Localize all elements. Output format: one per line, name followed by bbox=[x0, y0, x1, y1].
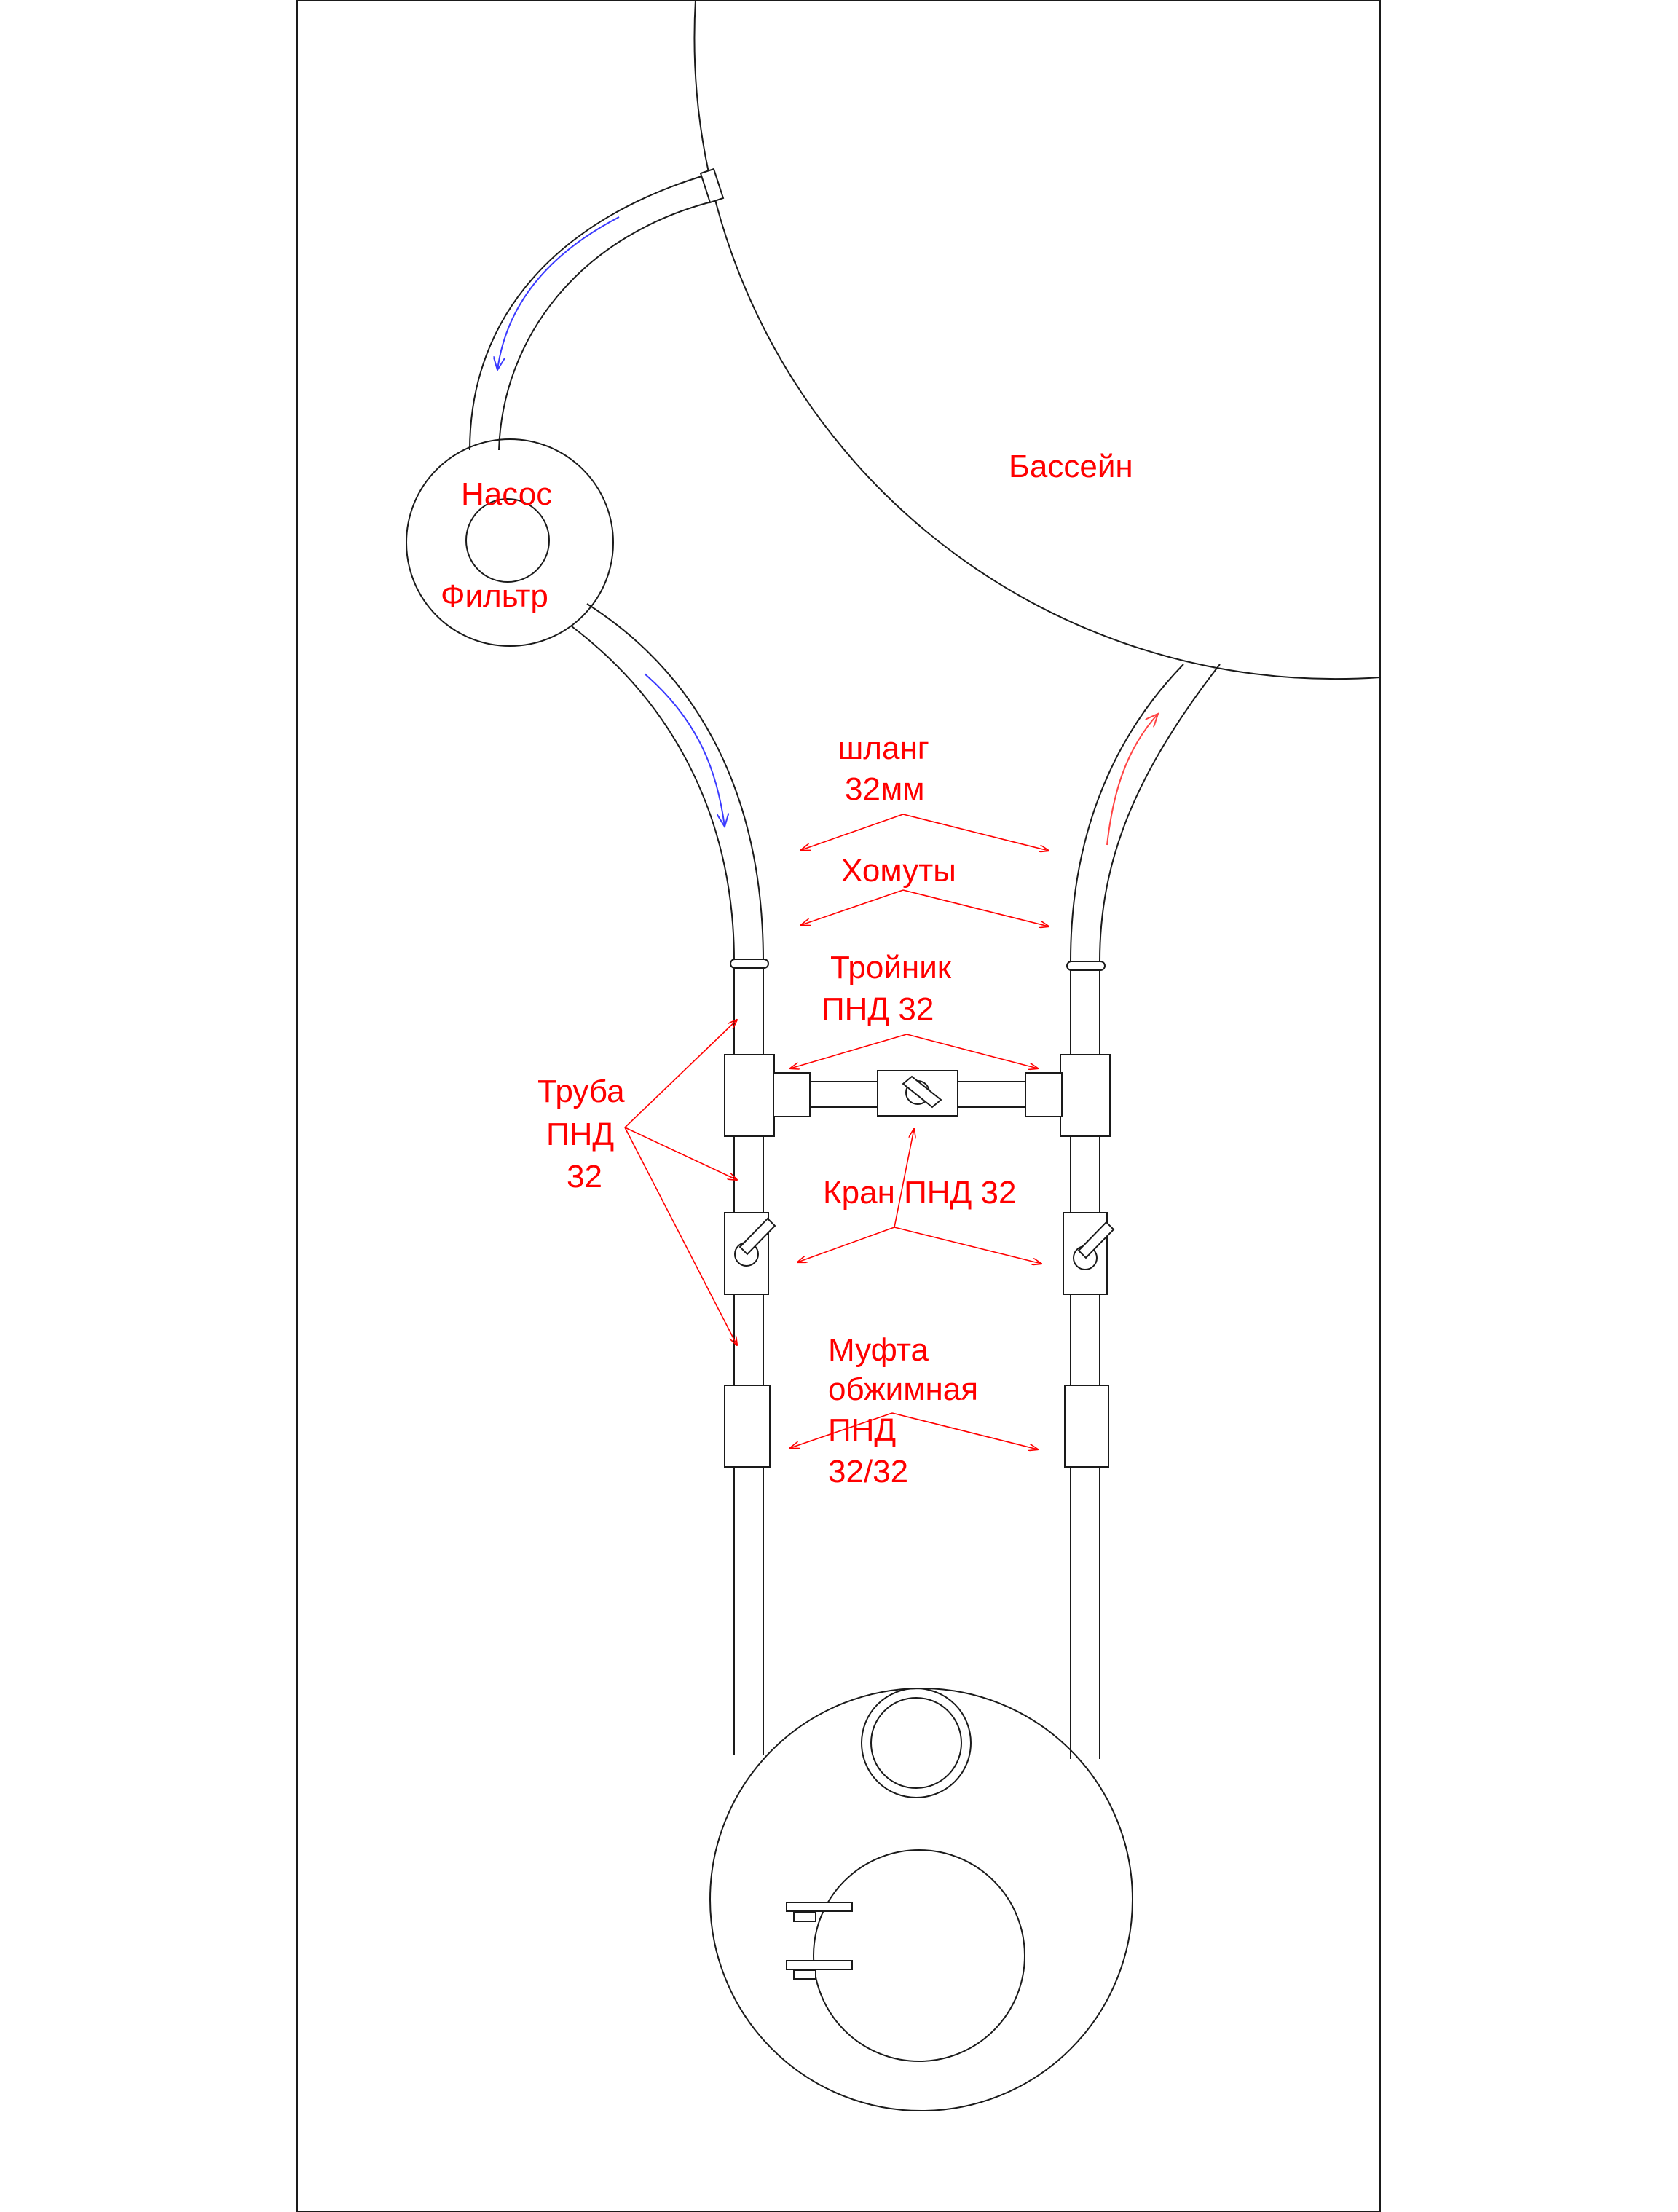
leader-clamps bbox=[801, 889, 1049, 926]
page-frame bbox=[296, 0, 1381, 2212]
tee-label-line2: ПНД 32 bbox=[822, 991, 934, 1027]
tee-left bbox=[724, 1054, 811, 1137]
tee-right bbox=[1025, 1054, 1111, 1137]
pipe-label-line1: Труба bbox=[537, 1074, 625, 1109]
valve-left bbox=[724, 1212, 776, 1295]
tank-top-opening-inner bbox=[870, 1697, 962, 1789]
tank-top-opening bbox=[861, 1688, 972, 1798]
pump-label: Насос bbox=[461, 476, 552, 512]
coupling-label-line1: Муфта bbox=[828, 1332, 929, 1368]
pool-label: Бассейн bbox=[1009, 449, 1133, 484]
filter-label: Фильтр bbox=[441, 578, 548, 614]
bypass-valve bbox=[877, 1070, 958, 1117]
hose-label-line1: шланг bbox=[838, 731, 929, 766]
return-hose bbox=[1070, 664, 1221, 962]
flow-arrow-return bbox=[1106, 714, 1158, 846]
pipe-label-line3: 32 bbox=[567, 1159, 602, 1194]
hose-clamp-left bbox=[730, 959, 769, 969]
pump-filter-hub bbox=[465, 498, 550, 583]
coupling-left bbox=[724, 1385, 771, 1468]
leader-hose bbox=[801, 814, 1049, 851]
tee-label-line1: Тройник bbox=[830, 950, 952, 985]
filter-outlet-hose bbox=[571, 603, 764, 962]
pump-filter-unit bbox=[406, 438, 614, 647]
pool-outline bbox=[693, 0, 1381, 680]
leader-pipe bbox=[624, 1020, 737, 1345]
flow-arrow-outlet bbox=[644, 673, 725, 827]
coupling-label-line2: обжимная bbox=[828, 1371, 978, 1407]
leader-tee bbox=[790, 1034, 1038, 1068]
tank-main-opening bbox=[813, 1849, 1025, 2062]
valve-label: Кран ПНД 32 bbox=[823, 1175, 1016, 1211]
leader-valve bbox=[797, 1129, 1041, 1264]
flow-arrow-intake bbox=[497, 216, 620, 370]
intake-hose bbox=[469, 168, 725, 451]
leader-coupling bbox=[790, 1412, 1038, 1449]
clamps-label: Хомуты bbox=[841, 853, 956, 889]
hose-clamp-right bbox=[1066, 961, 1106, 971]
valve-right bbox=[1063, 1212, 1115, 1295]
pipe-label-line2: ПНД bbox=[546, 1117, 614, 1152]
bottom-tank bbox=[709, 1688, 1133, 2111]
coupling-label-line3: ПНД bbox=[828, 1412, 896, 1448]
coupling-right bbox=[1064, 1385, 1109, 1468]
hose-label-line2: 32мм bbox=[845, 771, 924, 807]
coupling-label-line4: 32/32 bbox=[828, 1454, 908, 1489]
tank-bracket bbox=[786, 1902, 853, 1980]
